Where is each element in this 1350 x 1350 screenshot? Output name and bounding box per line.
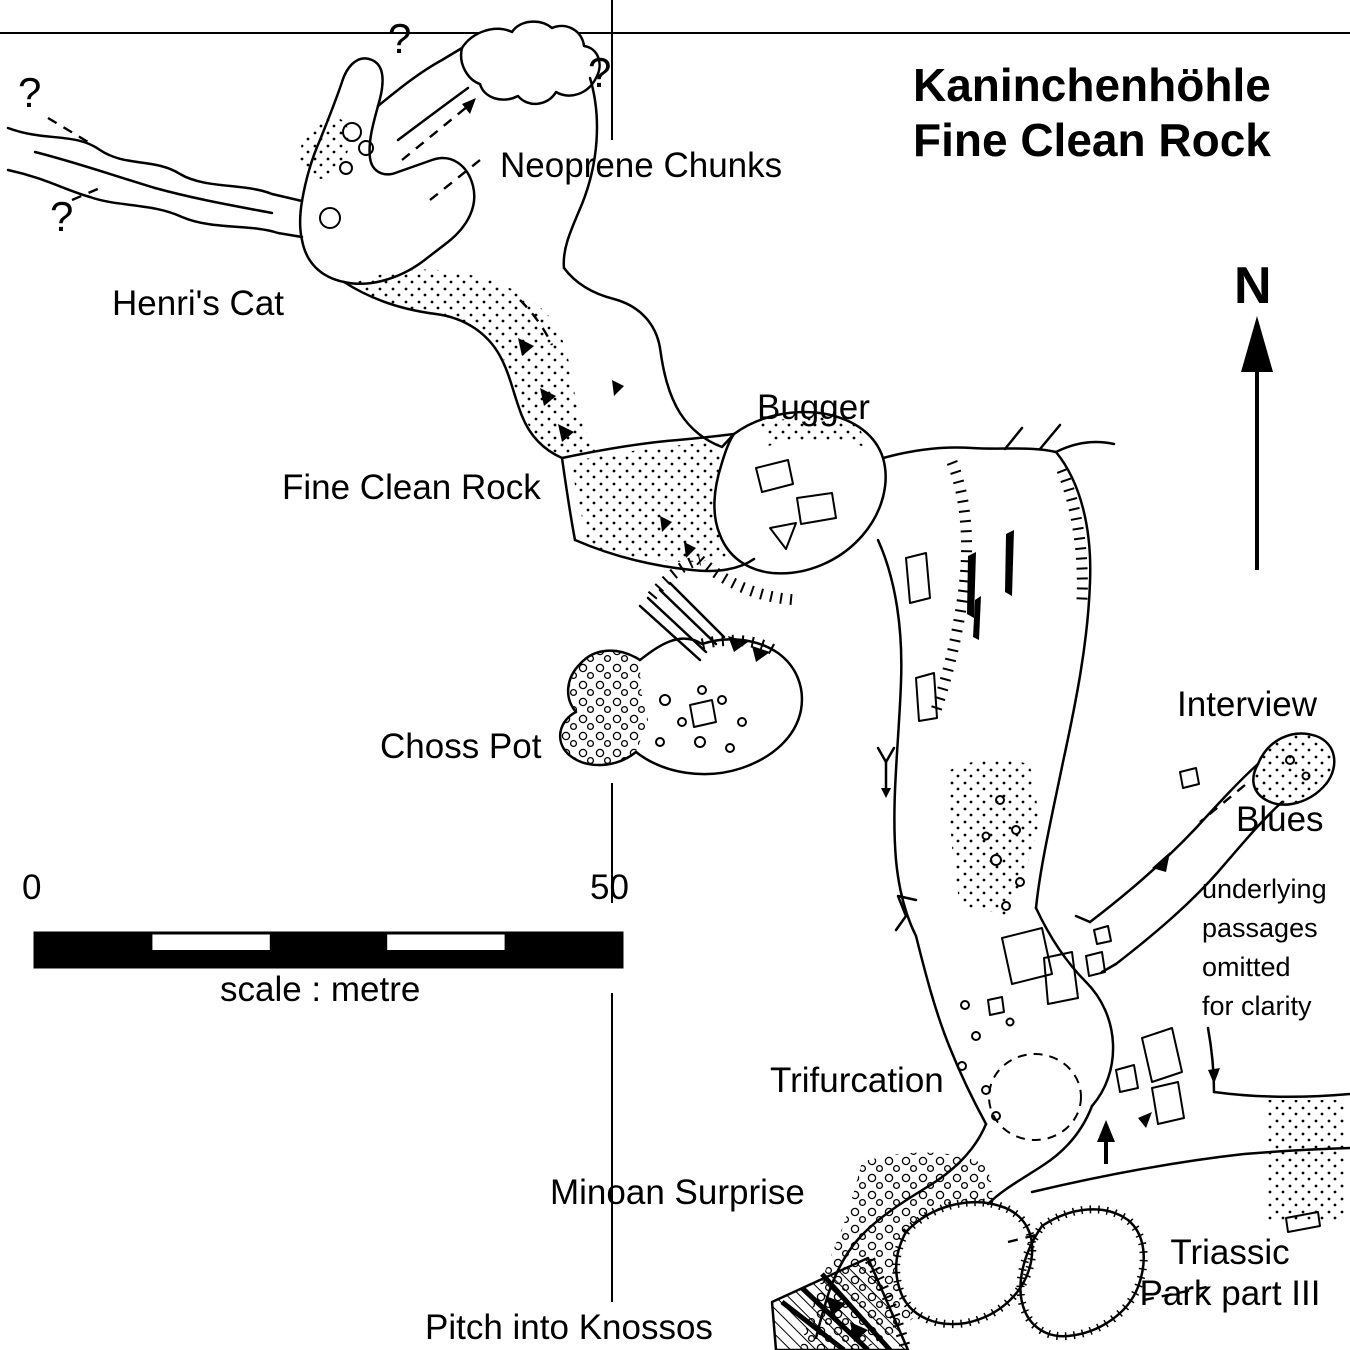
note-line1: underlying xyxy=(1202,874,1327,904)
label-bugger: Bugger xyxy=(757,388,870,427)
label-blues: Blues xyxy=(1236,800,1324,839)
boulders-and-details xyxy=(319,122,1321,1350)
scale-bar xyxy=(33,931,624,969)
label-triassic-park-line2: Park part III xyxy=(1139,1274,1321,1314)
survey-dashes xyxy=(47,105,1246,1302)
scale-end-value: 50 xyxy=(590,868,629,907)
passage-walls xyxy=(6,20,1350,1350)
label-pitch-into-knossos: Pitch into Knossos xyxy=(425,1308,713,1347)
label-henris-cat: Henri's Cat xyxy=(112,284,285,323)
note-line4: for clarity xyxy=(1202,991,1312,1022)
question-mark-northeast: ? xyxy=(588,49,612,96)
map-title-line2: Fine Clean Rock xyxy=(913,114,1271,167)
question-mark-north: ? xyxy=(388,15,412,62)
note-underlying-passages: underlying passages omitted for clarity xyxy=(1202,870,1327,1027)
note-line3: omitted xyxy=(1202,952,1291,983)
label-choss-pot: Choss Pot xyxy=(380,727,542,766)
scale-start-value: 0 xyxy=(22,868,42,907)
north-arrow xyxy=(1241,316,1273,570)
flow-arrows xyxy=(462,98,1220,1342)
map-title: Kaninchenhöhle Fine Clean Rock xyxy=(913,58,1271,168)
map-title-line1: Kaninchenhöhle xyxy=(913,59,1271,111)
label-interview: Interview xyxy=(1177,685,1318,724)
question-mark-west: ? xyxy=(18,69,42,116)
label-neoprene-chunks: Neoprene Chunks xyxy=(500,146,783,185)
scale-caption: scale : metre xyxy=(220,970,421,1009)
note-line2: passages xyxy=(1202,913,1318,944)
label-triassic-park-line1: Triassic xyxy=(1170,1233,1290,1272)
label-minoan-surprise: Minoan Surprise xyxy=(550,1173,805,1212)
label-triassic-park: Triassic Park part III xyxy=(1095,1232,1350,1315)
grid-lines xyxy=(0,0,1350,1302)
label-fine-clean-rock: Fine Clean Rock xyxy=(282,468,541,507)
north-arrow-label: N xyxy=(1234,257,1272,315)
label-trifurcation: Trifurcation xyxy=(770,1061,944,1100)
question-mark-southwest: ? xyxy=(50,193,74,240)
